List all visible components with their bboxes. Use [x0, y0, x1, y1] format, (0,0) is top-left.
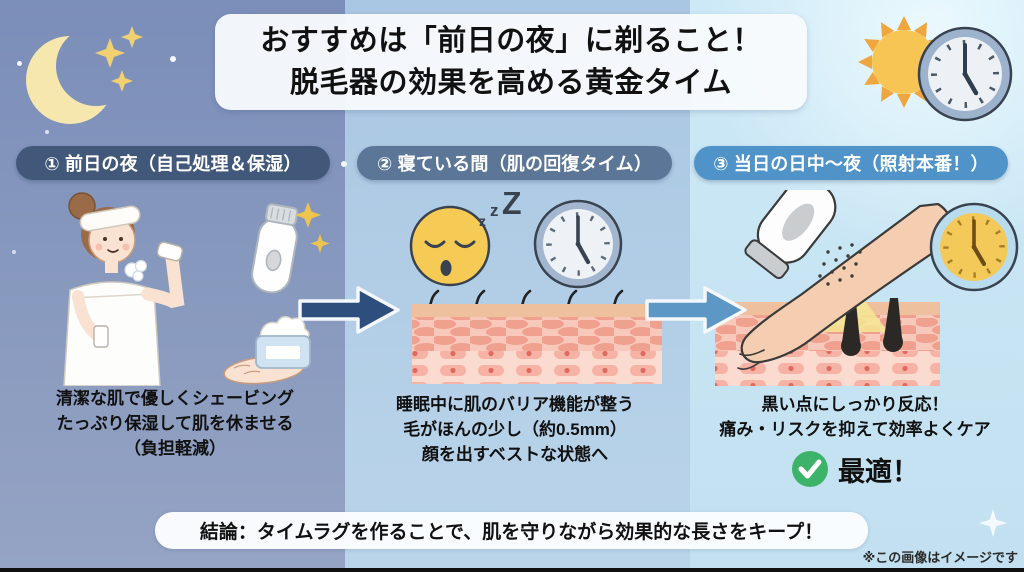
- title-line-1: おすすめは「前日の夜」に剃ること！: [260, 25, 762, 57]
- sparkle-icon: [111, 70, 133, 92]
- step1-header-pill: ① 前日の夜（自己処理＆保湿）: [16, 146, 330, 180]
- title-card: おすすめは「前日の夜」に剃ること！ 脱毛器の効果を高める黄金タイム: [215, 14, 807, 110]
- bottom-bar: [0, 568, 1024, 572]
- woman-shaving-illustration: [63, 192, 330, 386]
- skin-section-illustration: [412, 289, 662, 384]
- clock-icon: [917, 26, 1013, 122]
- step3-header-pill: ③ 当日の日中〜夜（照射本番！）: [694, 146, 1008, 180]
- star-dot: [45, 130, 49, 134]
- text-line: たっぷり保湿して肌を休ませる: [56, 414, 294, 433]
- towel-body: [63, 281, 161, 386]
- step2-header-pill: ② 寝ている間（肌の回復タイム）: [357, 146, 672, 180]
- sparkle-icon: [121, 26, 143, 48]
- sleeping-face-icon: z z Z: [409, 192, 522, 287]
- text-line: 痛み・リスクを抑えて効率よくケア: [719, 420, 991, 439]
- star-dot: [341, 161, 347, 167]
- sun-icon: [858, 16, 1013, 122]
- text-line: 顔を出すベストな状態へ: [421, 445, 609, 464]
- ipl-device-icon: [744, 190, 837, 280]
- moon-icon: [26, 26, 143, 124]
- footnote: ※この画像はイメージです: [862, 550, 1018, 565]
- text-line: 清潔な肌で優しくシェービング: [56, 389, 294, 408]
- sparkle-icon: [310, 234, 330, 253]
- text-line: 毛がほんの少し（約0.5mm）: [403, 420, 627, 439]
- conclusion-banner: 結論：タイムラグを作ることで、肌を守りながら効果的な長さをキープ！: [155, 512, 868, 549]
- step2-description: 睡眠中に肌のバリア機能が整う 毛がほんの少し（約0.5mm） 顔を出すベストな状…: [350, 392, 680, 467]
- arrow-right-icon: [298, 286, 400, 334]
- zzz-text: z: [479, 213, 486, 229]
- cream-jar-icon: [223, 316, 311, 385]
- cream-swirl: [259, 316, 310, 338]
- sleep-recovery-illustration: z z Z: [409, 192, 662, 384]
- stubble-dots: [818, 243, 862, 286]
- sparkle-icon: [295, 202, 321, 228]
- badge-label: 最適！: [838, 456, 919, 487]
- star-dot: [17, 61, 22, 66]
- foam-puff: [124, 259, 148, 282]
- epilator-icon: [251, 203, 299, 294]
- check-icon: [792, 451, 828, 487]
- zzz-text: Z: [502, 192, 522, 221]
- arrow-right-icon: [645, 286, 747, 334]
- text-line: 睡眠中に肌のバリア機能が整う: [396, 395, 634, 414]
- star-dot: [12, 250, 16, 254]
- text-line: （負担軽減）: [124, 439, 226, 458]
- headband: [79, 205, 141, 232]
- star-dot: [170, 56, 176, 62]
- sparkle-icon: [979, 509, 1007, 537]
- clock-icon: [929, 202, 1019, 292]
- step3-description: 黒い点にしっかり反応！ 痛み・リスクを抑えて効率よくケア: [690, 392, 1020, 442]
- zzz-text: z: [490, 201, 499, 220]
- ipl-treatment-illustration: [715, 190, 1019, 386]
- sparkle-icon: [95, 38, 125, 68]
- title-line-2: 脱毛器の効果を高める黄金タイム: [290, 67, 732, 99]
- clock-icon: [533, 199, 623, 289]
- text-line: 黒い点にしっかり反応！: [761, 395, 949, 414]
- step1-description: 清潔な肌で優しくシェービング たっぷり保湿して肌を休ませる （負担軽減）: [10, 386, 340, 461]
- mini-shaver: [156, 241, 184, 262]
- optimal-badge: 最適！: [690, 446, 1020, 492]
